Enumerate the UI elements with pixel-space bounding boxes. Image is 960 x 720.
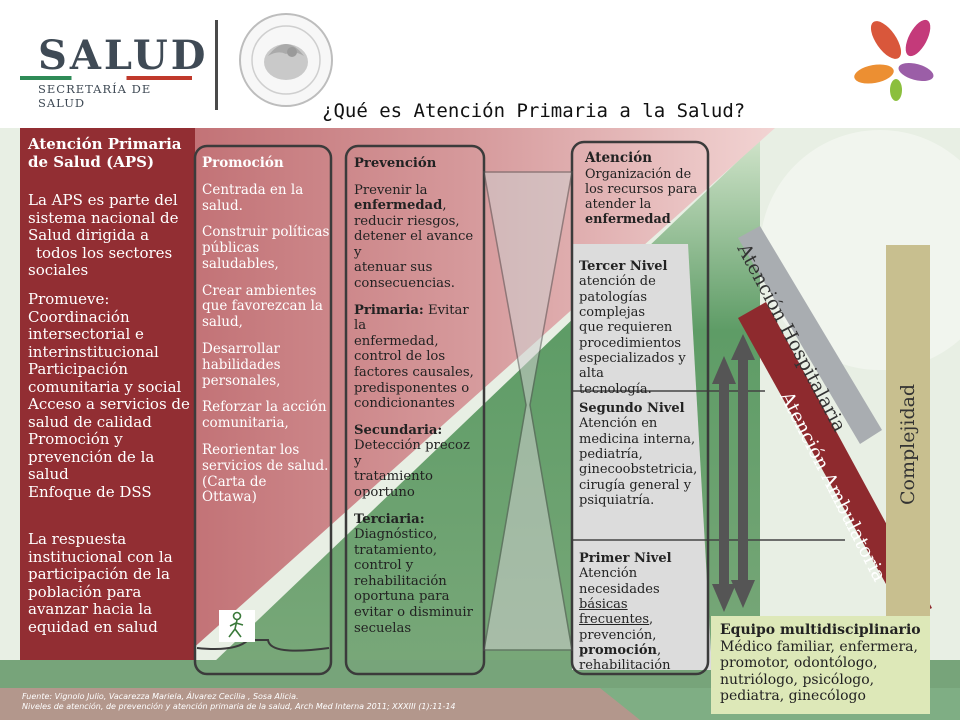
slide-title: ¿Qué es Atención Primaria a la Salud? (322, 100, 746, 122)
atencion-column (570, 140, 710, 676)
source-citation: Fuente: Vignolo Julio, Vacarezza Mariela… (22, 692, 456, 712)
ambulatoria-band (738, 302, 932, 620)
segundo-nivel: Segundo Nivel Atención en medicina inter… (579, 401, 698, 508)
levels-panel (572, 244, 712, 670)
seal-icon (239, 13, 333, 107)
complejidad-bar (886, 245, 930, 617)
equipo-box (711, 616, 930, 714)
atencion-content: Atención Organización de los recursos pa… (585, 150, 703, 227)
equipo-multidisciplinario: Equipo multidisciplinario Médico familia… (720, 622, 921, 705)
prevencion-column (344, 144, 486, 676)
hourglass-connector (483, 171, 573, 651)
butterfly-logo-icon (854, 19, 934, 101)
level-arrows (712, 334, 755, 612)
atencion-title: Atención (585, 150, 653, 166)
salud-subtitle: SECRETARÍA DE SALUD (38, 82, 152, 110)
aps-promueve-list: Promueve: Coordinación intersectorial e … (28, 290, 190, 502)
prevencion-title: Prevención (354, 156, 437, 171)
hospitalaria-band (738, 226, 882, 444)
promocion-title: Promoción (202, 155, 284, 171)
header-divider (215, 20, 218, 110)
aps-description: La APS es parte del sistema nacional de … (28, 191, 179, 280)
prevencion-content: Prevención Prevenir la enfermedad, reduc… (354, 156, 480, 636)
primer-nivel: Primer Nivel Atención necesidades básica… (579, 551, 672, 674)
salud-logo: SALUD SECRETARÍA DE SALUD (18, 32, 205, 110)
promocion-content: Promoción Centrada en la salud. Construi… (202, 155, 330, 506)
walker-icon (219, 610, 255, 642)
salud-wordmark: SALUD (38, 32, 209, 79)
aps-respuesta: La respuesta institucional con la partic… (28, 530, 173, 636)
flag-color-bar (20, 76, 192, 80)
aps-title: Atención Primaria de Salud (APS) (28, 135, 182, 171)
aps-panel (20, 128, 195, 660)
label-complejidad: Complejidad (897, 383, 919, 505)
promocion-column (193, 144, 333, 676)
tercer-nivel: Tercer Nivel atención de patologías comp… (579, 259, 686, 397)
